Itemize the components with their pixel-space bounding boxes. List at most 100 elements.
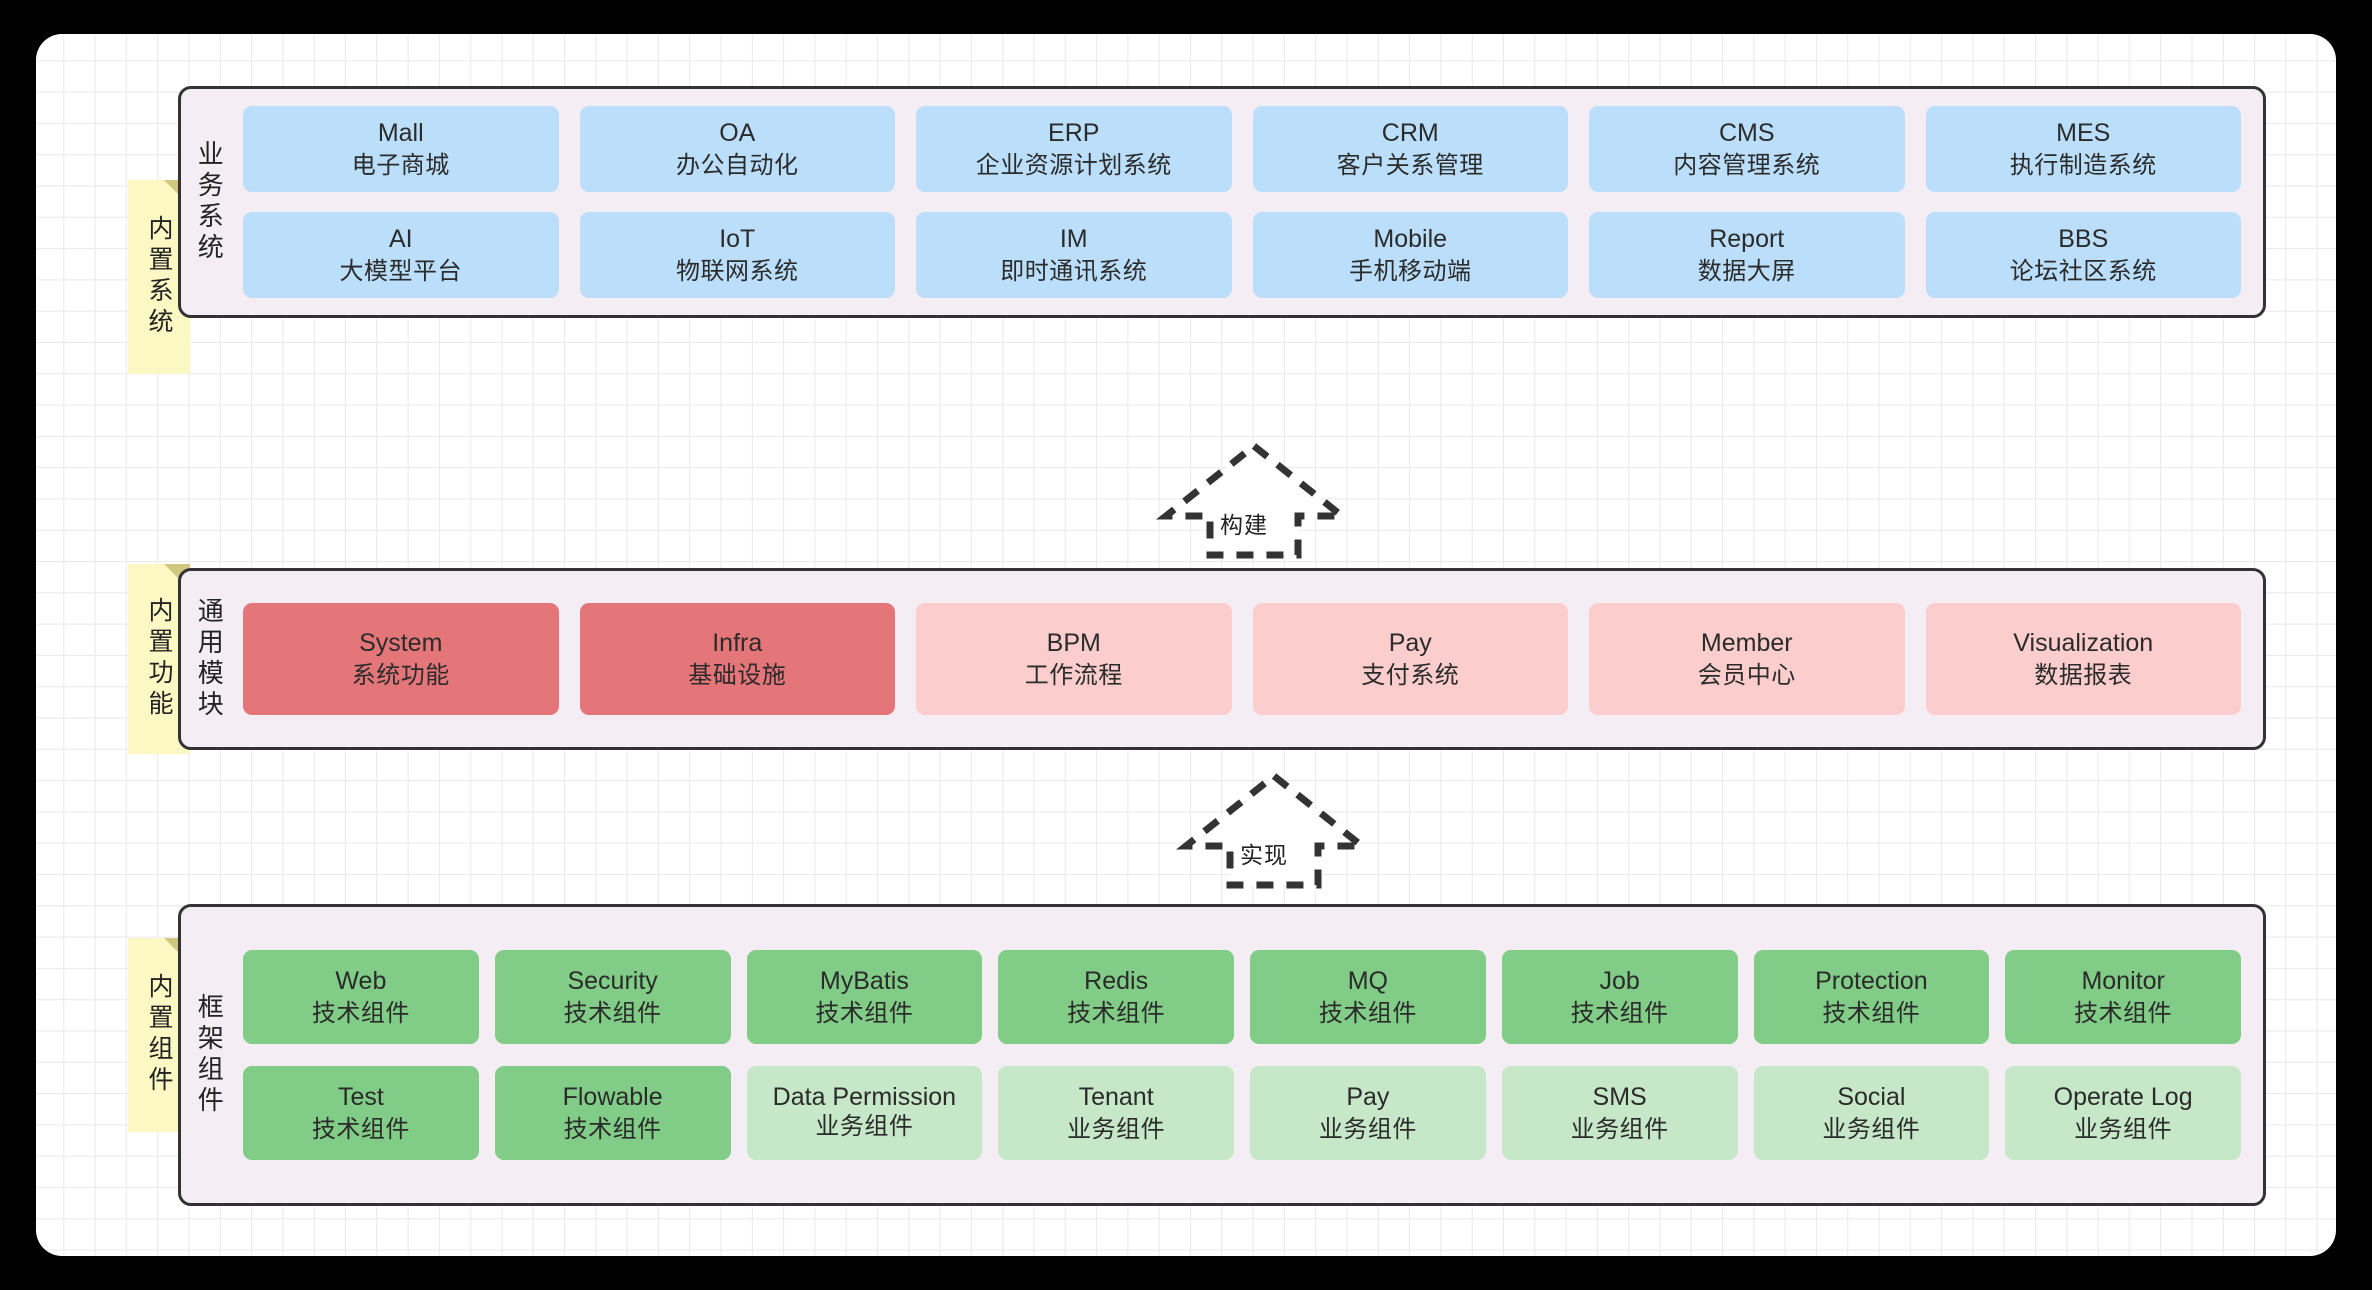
card-visualization[interactable]: Visualization 数据报表 — [1925, 603, 2241, 715]
card-protection[interactable]: Protection 技术组件 — [1753, 950, 1990, 1044]
arrow-implement: 实现 — [1154, 768, 1394, 893]
card-subtitle: 业务组件 — [1570, 1115, 1669, 1143]
card-iot[interactable]: IoT 物联网系统 — [579, 212, 895, 298]
card-tenant[interactable]: Tenant 业务组件 — [998, 1066, 1234, 1160]
card-title: OA — [719, 119, 756, 148]
card-title: MQ — [1347, 967, 1389, 996]
card-subtitle: 办公自动化 — [676, 151, 799, 179]
card-subtitle: 业务组件 — [1067, 1115, 1166, 1143]
card-title: Operate Log — [2053, 1083, 2193, 1112]
card-system[interactable]: System 系统功能 — [243, 603, 559, 715]
card-title: Data Permission — [772, 1082, 957, 1111]
section-panel-business-systems: 业务系统 Mall 电子商城 OA 办公自动化 ERP 企业资源计划系统 CRM — [178, 86, 2266, 318]
card-web[interactable]: Web 技术组件 — [243, 950, 479, 1044]
card-redis[interactable]: Redis 技术组件 — [998, 950, 1234, 1044]
card-subtitle: 技术组件 — [311, 1115, 410, 1143]
card-title: Test — [337, 1083, 384, 1112]
card-title: Mobile — [1373, 225, 1448, 254]
card-title: Tenant — [1078, 1083, 1154, 1112]
card-monitor[interactable]: Monitor 技术组件 — [2005, 950, 2241, 1044]
card-ai[interactable]: AI 大模型平台 — [243, 212, 559, 298]
arrow-build: 构建 — [1134, 438, 1374, 563]
card-title: Redis — [1084, 967, 1149, 996]
card-subtitle: 执行制造系统 — [2009, 151, 2157, 179]
card-oa[interactable]: OA 办公自动化 — [579, 106, 895, 192]
card-erp[interactable]: ERP 企业资源计划系统 — [916, 106, 1232, 192]
card-title: BPM — [1046, 629, 1101, 658]
card-title: Mall — [377, 119, 424, 148]
card-subtitle: 业务组件 — [1822, 1115, 1921, 1143]
card-pay-module[interactable]: Pay 支付系统 — [1252, 603, 1568, 715]
card-crm[interactable]: CRM 客户关系管理 — [1252, 106, 1568, 192]
card-title: Member — [1700, 629, 1793, 658]
card-subtitle: 客户关系管理 — [1336, 151, 1484, 179]
sticky-note-label: 内置系统 — [145, 215, 173, 339]
card-bbs[interactable]: BBS 论坛社区系统 — [1925, 212, 2241, 298]
card-row: System 系统功能 Infra 基础设施 BPM 工作流程 Pay 支付系统… — [243, 603, 2241, 715]
card-title: Social — [1837, 1083, 1906, 1112]
section-panel-framework-components: 框架组件 Web 技术组件 Security 技术组件 MyBatis 技术组件… — [178, 904, 2266, 1206]
card-subtitle: 内容管理系统 — [1673, 151, 1821, 179]
card-subtitle: 业务组件 — [1318, 1115, 1417, 1143]
card-subtitle: 基础设施 — [688, 661, 787, 689]
card-title: CMS — [1718, 119, 1775, 148]
card-subtitle: 技术组件 — [1318, 999, 1417, 1027]
card-title: CRM — [1381, 119, 1439, 148]
section-title-common-modules: 通用模块 — [181, 571, 237, 747]
card-row: Mall 电子商城 OA 办公自动化 ERP 企业资源计划系统 CRM 客户关系… — [243, 106, 2241, 192]
section-body: Web 技术组件 Security 技术组件 MyBatis 技术组件 Redi… — [237, 907, 2263, 1203]
card-subtitle: 数据报表 — [2034, 661, 2133, 689]
card-row: AI 大模型平台 IoT 物联网系统 IM 即时通讯系统 Mobile 手机移动… — [243, 212, 2241, 298]
card-report[interactable]: Report 数据大屏 — [1589, 212, 1905, 298]
card-title: AI — [388, 225, 413, 254]
card-title: Report — [1709, 225, 1785, 254]
card-subtitle: 大模型平台 — [339, 257, 462, 285]
arrow-build-label: 构建 — [1220, 512, 1268, 538]
section-title-framework-components: 框架组件 — [181, 907, 237, 1203]
card-test[interactable]: Test 技术组件 — [243, 1066, 479, 1160]
card-flowable[interactable]: Flowable 技术组件 — [494, 1066, 731, 1160]
section-title-label: 框架组件 — [194, 993, 225, 1117]
card-subtitle: 电子商城 — [351, 151, 450, 179]
card-job[interactable]: Job 技术组件 — [1501, 950, 1738, 1044]
card-subtitle: 业务组件 — [2074, 1115, 2173, 1143]
card-cms[interactable]: CMS 内容管理系统 — [1589, 106, 1905, 192]
card-title: Web — [335, 967, 387, 996]
card-subtitle: 技术组件 — [1822, 999, 1921, 1027]
card-operate-log[interactable]: Operate Log 业务组件 — [2005, 1066, 2241, 1160]
card-mq[interactable]: MQ 技术组件 — [1250, 950, 1486, 1044]
sticky-note-label: 内置功能 — [145, 597, 173, 721]
card-mall[interactable]: Mall 电子商城 — [243, 106, 559, 192]
section-title-business-systems: 业务系统 — [181, 89, 237, 315]
card-subtitle: 技术组件 — [815, 999, 914, 1027]
card-infra[interactable]: Infra 基础设施 — [579, 603, 895, 715]
section-panel-common-modules: 通用模块 System 系统功能 Infra 基础设施 BPM 工作流程 Pay — [178, 568, 2266, 750]
card-subtitle: 即时通讯系统 — [1000, 257, 1148, 285]
card-title: System — [359, 629, 443, 658]
card-subtitle: 数据大屏 — [1697, 257, 1796, 285]
card-pay-component[interactable]: Pay 业务组件 — [1250, 1066, 1486, 1160]
card-mes[interactable]: MES 执行制造系统 — [1925, 106, 2241, 192]
card-title: IoT — [719, 225, 756, 254]
arrow-build-icon — [1155, 441, 1353, 559]
card-subtitle: 会员中心 — [1697, 661, 1796, 689]
card-title: SMS — [1592, 1083, 1647, 1112]
section-body: System 系统功能 Infra 基础设施 BPM 工作流程 Pay 支付系统… — [237, 571, 2263, 747]
card-security[interactable]: Security 技术组件 — [494, 950, 731, 1044]
card-mobile[interactable]: Mobile 手机移动端 — [1252, 212, 1568, 298]
card-im[interactable]: IM 即时通讯系统 — [916, 212, 1232, 298]
card-social[interactable]: Social 业务组件 — [1753, 1066, 1990, 1160]
card-data-permission[interactable]: Data Permission 业务组件 — [746, 1066, 983, 1160]
sticky-note-label: 内置组件 — [145, 973, 173, 1097]
card-mybatis[interactable]: MyBatis 技术组件 — [746, 950, 983, 1044]
card-subtitle: 技术组件 — [563, 999, 662, 1027]
card-title: Flowable — [562, 1083, 663, 1112]
card-subtitle: 论坛社区系统 — [2009, 257, 2157, 285]
card-member[interactable]: Member 会员中心 — [1589, 603, 1905, 715]
card-row: Test 技术组件 Flowable 技术组件 Data Permission … — [243, 1066, 2241, 1160]
card-subtitle: 物联网系统 — [676, 257, 799, 285]
card-sms[interactable]: SMS 业务组件 — [1501, 1066, 1738, 1160]
card-title: MES — [2056, 119, 2111, 148]
arrow-implement-label: 实现 — [1240, 842, 1288, 868]
card-bpm[interactable]: BPM 工作流程 — [916, 603, 1232, 715]
